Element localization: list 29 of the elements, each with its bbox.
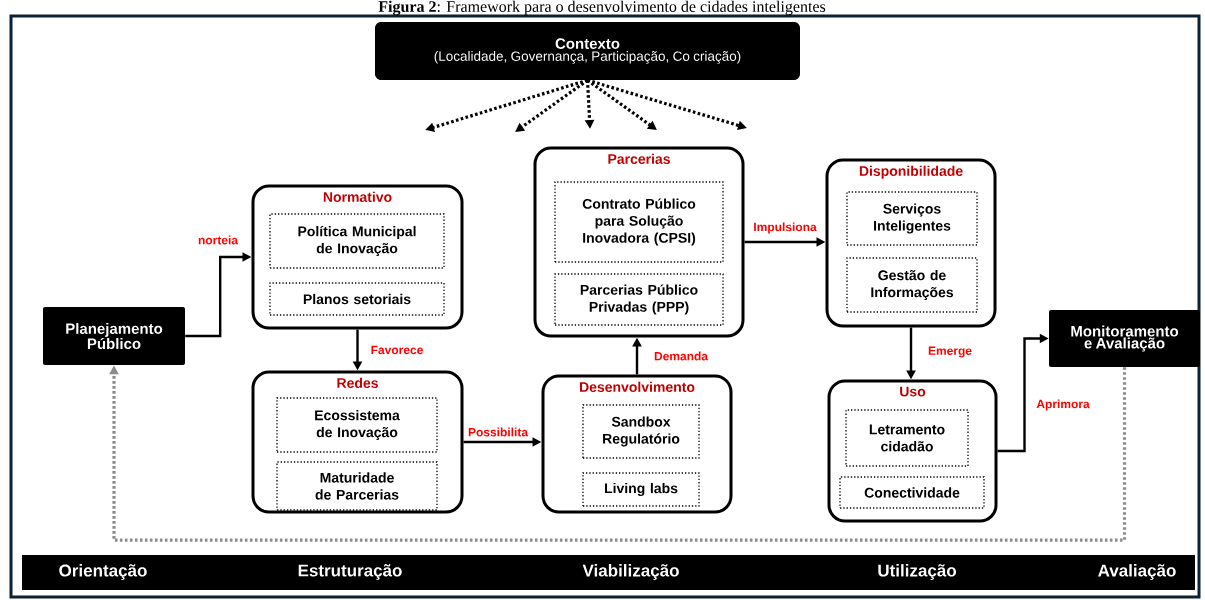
item-box: Planos setoriais xyxy=(269,282,445,316)
item-box: Sandbox Regulatório xyxy=(582,404,700,459)
figure-title: Figura 2: Framework para o desenvolvimento de cidades inteligentes xyxy=(378,0,826,16)
edge-label: Emerge xyxy=(927,345,973,359)
item-box: Ecossistema de Inovação xyxy=(276,397,438,453)
edge-label: Demanda xyxy=(653,350,709,362)
edge-label: Possibilita xyxy=(467,426,529,438)
item-box: Maturidade de Parcerias xyxy=(276,461,438,511)
edge-label: norteia xyxy=(197,234,239,246)
stage-box: Planejamento Público xyxy=(43,307,185,365)
item-box: Gestão de Informações xyxy=(846,257,978,313)
stage-label: Avaliação xyxy=(1098,564,1176,580)
stage-label: Orientação xyxy=(59,564,147,580)
item-box: Letramento cidadão xyxy=(845,409,969,467)
item-box: Living labs xyxy=(582,472,700,507)
item-box: Conectividade xyxy=(839,476,985,509)
stage-box: Contexto (Localidade, Governança, Participação, Co criação) xyxy=(375,22,800,80)
dotted-arrow xyxy=(515,78,589,132)
item-box: Parcerias Público Privadas (PPP) xyxy=(554,273,724,326)
item-box: Serviços Inteligentes xyxy=(846,191,978,246)
item-box: Política Municipal de Inovação xyxy=(269,213,445,269)
stage-label: Viabilização xyxy=(582,564,679,580)
stage-box: Monitoramento e Avaliação xyxy=(1049,310,1200,367)
edge-label: Impulsiona xyxy=(752,221,818,235)
edge-label: Aprimora xyxy=(1035,398,1091,412)
stage-label: Utilização xyxy=(878,564,956,580)
edge-label: Favorece xyxy=(369,344,425,356)
stage-label: Estruturação xyxy=(298,564,402,580)
item-box: Contrato Público para Solução Inovadora (CPSI) xyxy=(554,181,724,263)
